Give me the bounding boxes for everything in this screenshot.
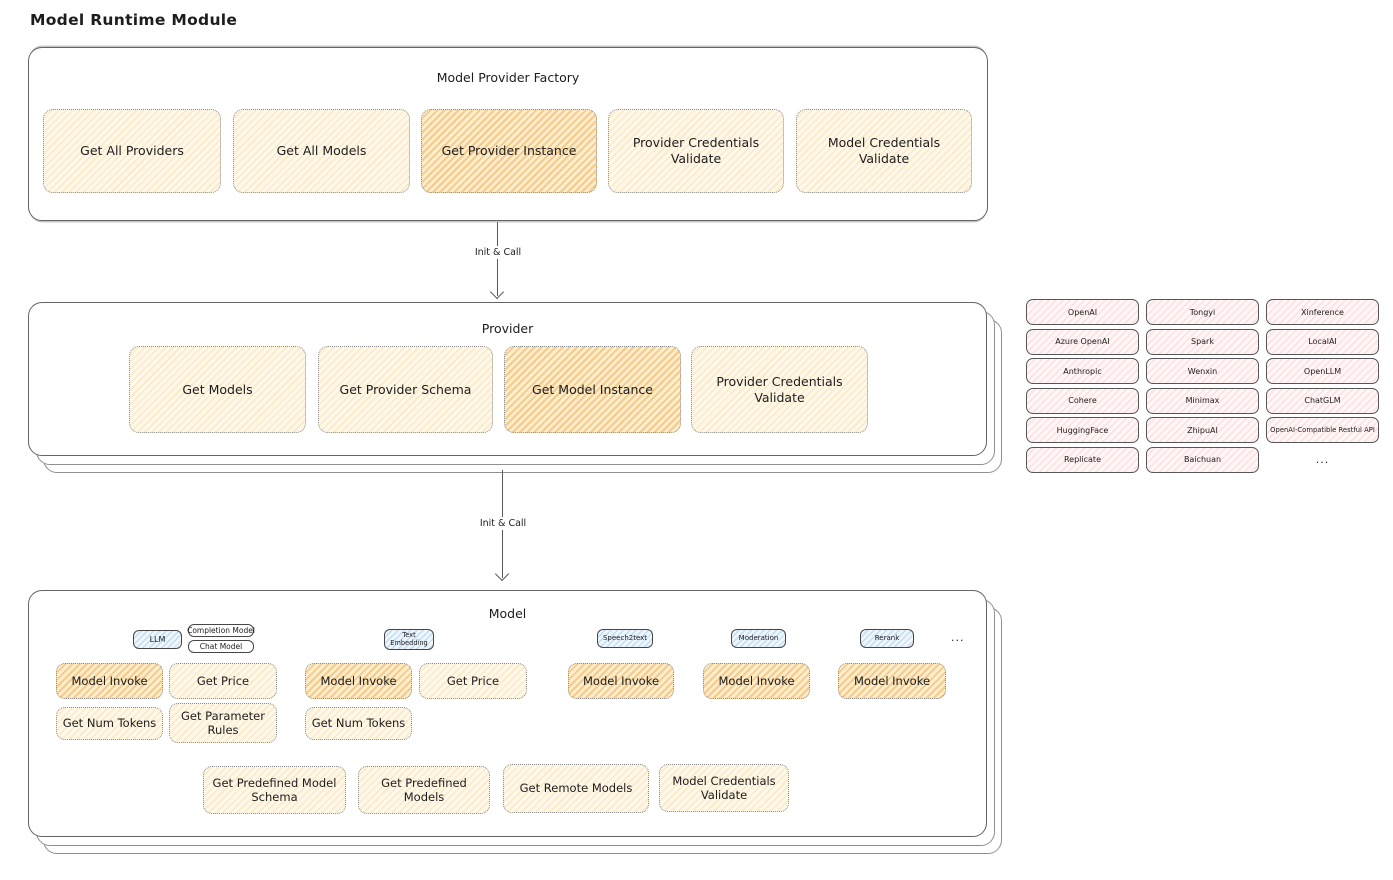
- node-model-credentials-validate: Model Credentials Validate: [796, 109, 972, 193]
- provider-chatglm: ChatGLM: [1266, 387, 1379, 414]
- node-text-embedding-get-num-tokens: Get Num Tokens: [305, 707, 412, 740]
- node-rerank-model-invoke: Model Invoke: [838, 663, 946, 699]
- provider-box: Provider Get Models Get Provider Schema …: [28, 302, 987, 456]
- model-box-title: Model: [488, 606, 527, 621]
- node-provider-credentials-validate: Provider Credentials Validate: [608, 109, 784, 193]
- tag-speech2text: Speech2text: [597, 629, 653, 648]
- provider-replicate: Replicate: [1026, 446, 1139, 473]
- provider-more-ellipsis: ...: [1315, 453, 1330, 466]
- node-model-credentials-validate-2: Model Credentials Validate: [659, 764, 789, 812]
- node-get-predefined-models: Get Predefined Models: [358, 766, 490, 814]
- node-text-embedding-model-invoke: Model Invoke: [305, 663, 412, 699]
- provider-azure-openai: Azure OpenAI: [1026, 328, 1139, 355]
- provider-list-grid: OpenAI Tongyi Xinference Azure OpenAI Sp…: [1026, 299, 1379, 473]
- node-llm-get-price: Get Price: [169, 663, 277, 699]
- provider-xinference: Xinference: [1266, 299, 1379, 325]
- model-provider-factory-box: Model Provider Factory Get All Providers…: [28, 47, 988, 221]
- node-get-all-providers: Get All Providers: [43, 109, 221, 193]
- node-get-remote-models: Get Remote Models: [503, 764, 649, 813]
- provider-openllm: OpenLLM: [1266, 358, 1379, 384]
- node-get-predefined-model-schema: Get Predefined Model Schema: [203, 766, 346, 814]
- model-box: Model LLM Completion Model Chat Model Te…: [28, 590, 987, 837]
- arrowhead-down-icon: [494, 566, 510, 582]
- provider-box-title: Provider: [481, 321, 534, 336]
- node-llm-get-parameter-rules: Get Parameter Rules: [169, 703, 277, 743]
- provider-huggingface: HuggingFace: [1026, 417, 1139, 443]
- node-text-embedding-get-price: Get Price: [419, 663, 527, 699]
- init-call-arrow-1: Init & Call: [470, 222, 526, 300]
- tag-moderation: Moderation: [731, 629, 786, 648]
- provider-openai: OpenAI: [1026, 299, 1139, 325]
- tag-chat-model: Chat Model: [188, 640, 254, 653]
- node-llm-model-invoke: Model Invoke: [56, 663, 163, 699]
- node-get-provider-instance: Get Provider Instance: [421, 109, 597, 193]
- diagram-title: Model Runtime Module: [30, 11, 238, 29]
- node-speech2text-model-invoke: Model Invoke: [568, 663, 674, 699]
- init-call-label-1: Init & Call: [470, 246, 526, 259]
- tag-more-ellipsis: ...: [951, 631, 965, 644]
- provider-cohere: Cohere: [1026, 387, 1139, 414]
- provider-baichuan: Baichuan: [1146, 446, 1259, 473]
- node-provider-credentials-validate-2: Provider Credentials Validate: [691, 346, 868, 433]
- provider-anthropic: Anthropic: [1026, 358, 1139, 384]
- provider-wenxin: Wenxin: [1146, 358, 1259, 384]
- tag-text-embedding: Text Embedding: [384, 629, 434, 650]
- arrowhead-down-icon: [489, 284, 505, 300]
- tag-llm: LLM: [133, 630, 182, 649]
- init-call-arrow-2: Init & Call: [475, 470, 531, 582]
- node-llm-get-num-tokens: Get Num Tokens: [56, 707, 163, 740]
- node-get-provider-schema: Get Provider Schema: [318, 346, 493, 433]
- provider-localai: LocalAI: [1266, 328, 1379, 355]
- node-get-models: Get Models: [129, 346, 306, 433]
- init-call-label-2: Init & Call: [475, 517, 531, 530]
- provider-spark: Spark: [1146, 328, 1259, 355]
- tag-rerank: Rerank: [860, 629, 914, 648]
- factory-box-title: Model Provider Factory: [436, 70, 580, 85]
- provider-minimax: Minimax: [1146, 387, 1259, 414]
- node-moderation-model-invoke: Model Invoke: [703, 663, 810, 699]
- node-get-model-instance: Get Model Instance: [504, 346, 681, 433]
- tag-completion-model: Completion Model: [187, 624, 255, 637]
- provider-zhipuai: ZhipuAI: [1146, 417, 1259, 443]
- provider-openai-compatible: OpenAI-Compatible Restful API: [1266, 417, 1379, 443]
- node-get-all-models: Get All Models: [233, 109, 410, 193]
- provider-tongyi: Tongyi: [1146, 299, 1259, 325]
